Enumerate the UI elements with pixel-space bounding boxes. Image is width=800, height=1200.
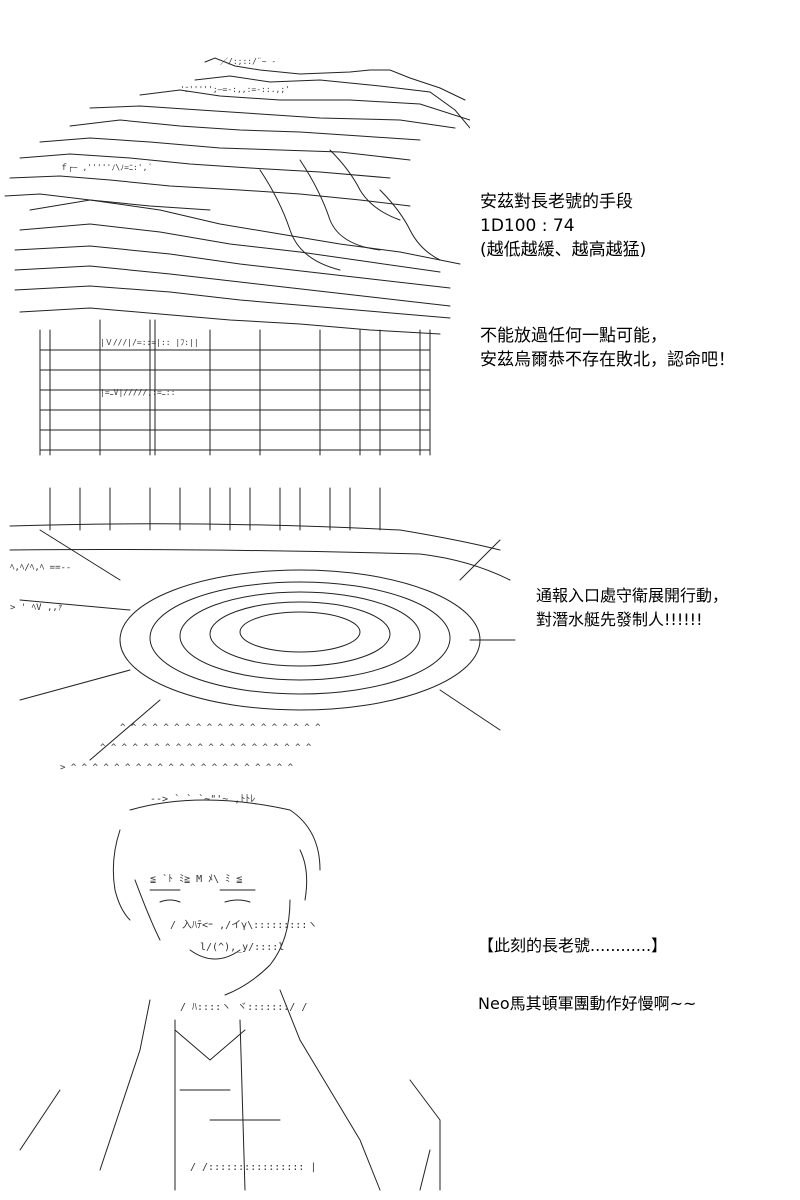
panel-dice-roll: ／/:;::/¨~ - 'ﾆ''''';―=-:,,:=-::.,;' ｆ┌~ … <box>0 0 800 470</box>
caption-line: 【此刻的長老號............】 <box>478 936 668 955</box>
svg-text:^ ^ ^ ^ ^ ^ ^ ^ ^ ^ ^ ^ ^ ^ ^: ^ ^ ^ ^ ^ ^ ^ ^ ^ ^ ^ ^ ^ ^ ^ ^ ^ ^ ^ ^ <box>100 743 312 753</box>
svg-text:l/(^),_y/::::l: l/(^),_y/::::l <box>200 942 284 953</box>
svg-text:/ ﾊ::::ヽ ヾ:::::::/ /: / ﾊ::::ヽ ヾ:::::::/ / <box>180 1002 307 1013</box>
ascii-art-water-vortex: ^ ^ ^ ^ ^ ^ ^ ^ ^ ^ ^ ^ ^ ^ ^ ^ ^ ^ ^ ^ … <box>0 470 520 790</box>
caption-line: (越低越緩、越高越猛) <box>480 240 647 260</box>
panel-elder-ship: --> ` ` `~"'~ ,ﾄﾄﾚ_ ≦ `ﾄ ﾐ≧ M ﾒ\ ﾐ ≦ / 入… <box>0 790 800 1200</box>
caption-line: 安茲對長老號的手段 <box>480 192 633 212</box>
svg-text:|Ｖ///|/=::=|:: |ﾌ:||: |Ｖ///|/=::=|:: |ﾌ:|| <box>100 338 199 347</box>
svg-text:> ^ ^ ^ ^ ^ ^ ^ ^ ^ ^ ^ ^ ^ ^: > ^ ^ ^ ^ ^ ^ ^ ^ ^ ^ ^ ^ ^ ^ ^ ^ ^ ^ ^ … <box>60 763 294 773</box>
svg-text:> ' ﾍV ,,ｧ: > ' ﾍV ,,ｧ <box>10 603 62 613</box>
elder-ship-caption: 【此刻的長老號............】 Neo馬其頓軍團動作好慢啊~~ <box>478 934 696 1016</box>
svg-text:--> ` ` `~"'~ ,ﾄﾄﾚ_: --> ` ` `~"'~ ,ﾄﾄﾚ_ <box>150 793 262 805</box>
caption-line: 通報入口處守衛展開行動， <box>536 586 729 605</box>
svg-text:／/:;::/¨~ -: ／/:;::/¨~ - <box>220 57 276 66</box>
caption-line: 對潛水艇先發制人!!!!!! <box>536 610 703 629</box>
dice-roll-caption: 安茲對長老號的手段 1D100 : 74 (越低越緩、越高越猛) 不能放過任何一… <box>480 190 735 372</box>
ascii-art-smiling-character: --> ` ` `~"'~ ,ﾄﾄﾚ_ ≦ `ﾄ ﾐ≧ M ﾒ\ ﾐ ≦ / 入… <box>0 790 470 1200</box>
svg-text:/ 入ﾊﾃ<ｰ ,/イγ\:::::::::ヽ: / 入ﾊﾃ<ｰ ,/イγ\:::::::::ヽ <box>170 920 317 931</box>
svg-text:|=ﾆV|/////,:=ﾆ::: |=ﾆV|/////,:=ﾆ:: <box>100 388 175 397</box>
caption-line: 不能放過任何一點可能， <box>480 326 667 346</box>
svg-text:'ﾆ''''';―=-:,,:=-::.,;': 'ﾆ''''';―=-:,,:=-::.,;' <box>180 85 290 94</box>
caption-line: 安茲烏爾恭不存在敗北，認命吧！ <box>480 350 735 370</box>
svg-text:^ ^ ^ ^ ^ ^ ^ ^ ^ ^ ^ ^ ^ ^ ^: ^ ^ ^ ^ ^ ^ ^ ^ ^ ^ ^ ^ ^ ^ ^ ^ ^ ^ ^ <box>120 723 321 733</box>
guards-caption: 通報入口處守衛展開行動， 對潛水艇先發制人!!!!!! <box>536 584 728 632</box>
svg-text:/ /:::::::::::::::: |: / /:::::::::::::::: | <box>190 1162 316 1173</box>
svg-text:ｆ┌~ ,'''''ﾉ\ﾉ=ﾆ:',´: ｆ┌~ ,'''''ﾉ\ﾉ=ﾆ:',´ <box>60 162 152 173</box>
caption-line: 1D100 : 74 <box>480 216 575 236</box>
svg-text:ﾍ,ﾍ/ﾍ,ﾍ ==--: ﾍ,ﾍ/ﾍ,ﾍ ==-- <box>10 563 71 573</box>
svg-text:≦ `ﾄ ﾐ≧ M ﾒ\ ﾐ ≦: ≦ `ﾄ ﾐ≧ M ﾒ\ ﾐ ≦ <box>150 873 242 885</box>
ascii-art-overlord-creature: ／/:;::/¨~ - 'ﾆ''''';―=-:,,:=-::.,;' ｆ┌~ … <box>0 0 470 470</box>
panel-gate-guards: ^ ^ ^ ^ ^ ^ ^ ^ ^ ^ ^ ^ ^ ^ ^ ^ ^ ^ ^ ^ … <box>0 470 800 790</box>
caption-line: Neo馬其頓軍團動作好慢啊~~ <box>478 994 697 1013</box>
